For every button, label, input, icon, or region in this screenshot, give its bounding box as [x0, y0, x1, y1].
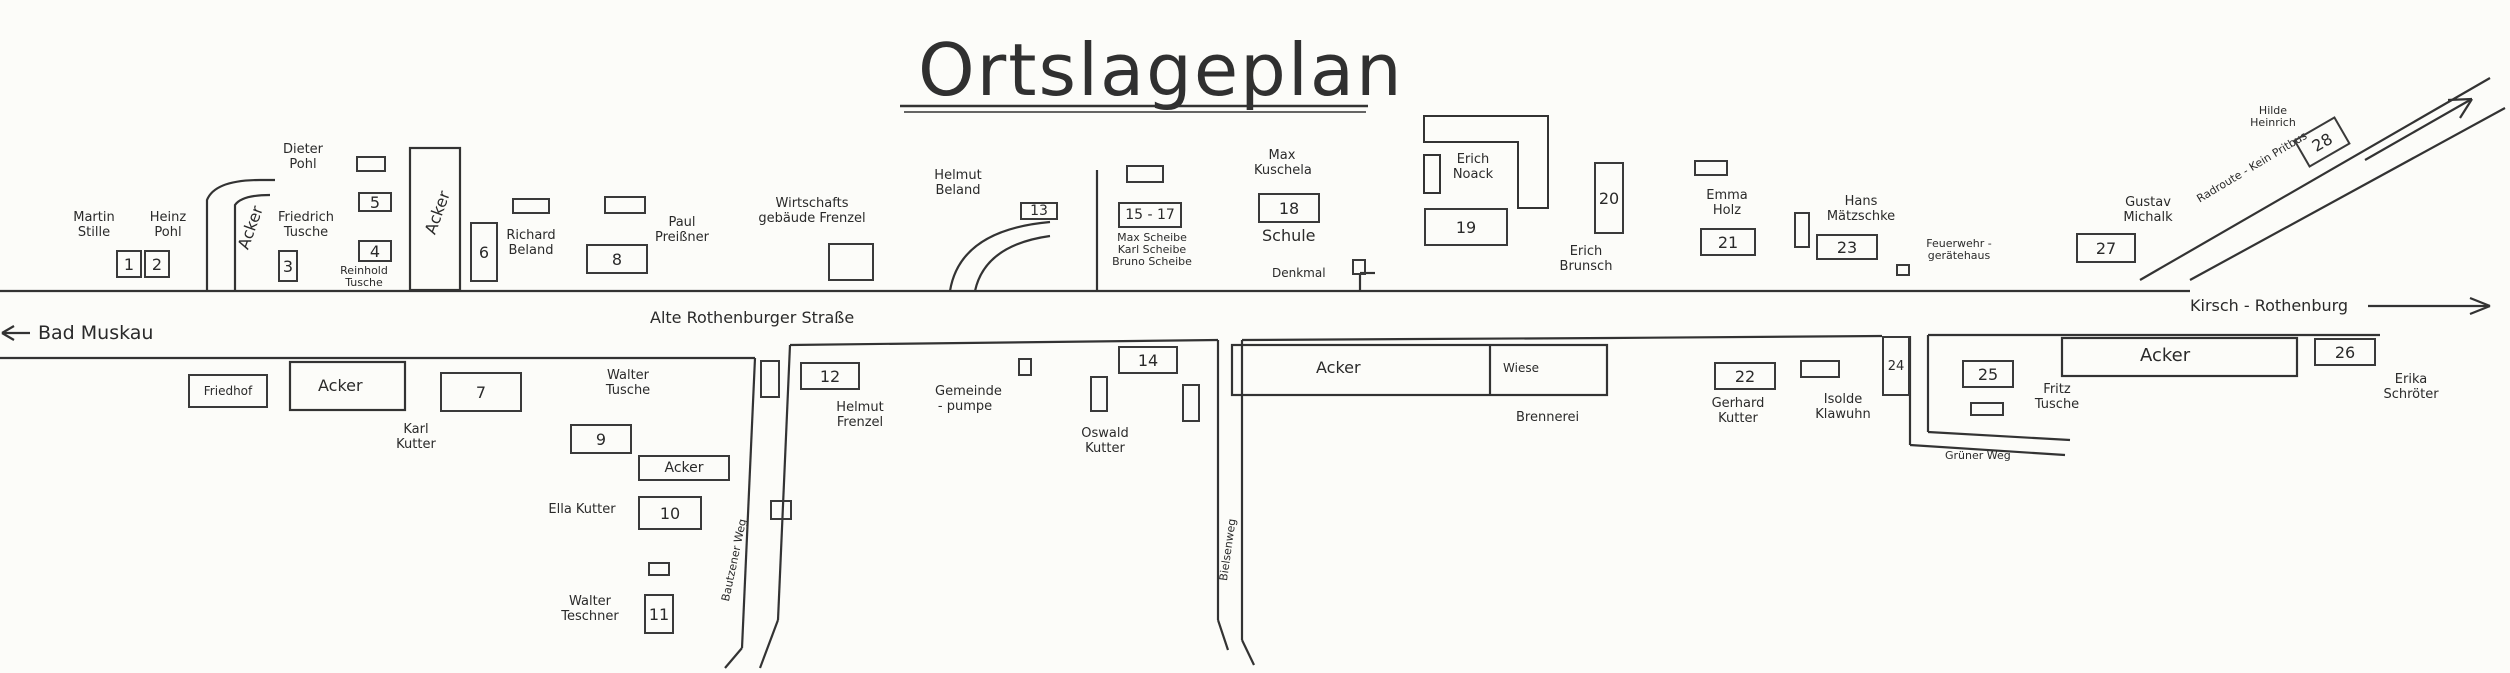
resident-14: Oswald Kutter [1081, 426, 1129, 456]
building-8: 8 [586, 244, 648, 274]
building-25-annex [1970, 402, 2004, 416]
resident-3: Friedrich Tusche [277, 210, 335, 240]
resident-10: Ella Kutter [548, 502, 616, 517]
resident-4: Reinhold Tusche [340, 264, 388, 289]
building-25: 25 [1962, 360, 2014, 388]
label-gruener-weg: Grüner Weg [1945, 449, 2011, 462]
resident-5: Dieter Pohl [282, 142, 324, 172]
label-isolde: Isolde Klawuhn [1815, 392, 1871, 422]
pumpe-marker [1018, 358, 1032, 376]
label-acker-5: Acker [2140, 345, 2191, 366]
label-feuerwehr: Feuerwehr - gerätehaus [1926, 237, 1992, 262]
resident-20: Erich Brunsch [1559, 244, 1613, 274]
building-18: 18 [1258, 193, 1320, 223]
building-6-annex [512, 198, 550, 214]
building-21-annex [1694, 160, 1728, 176]
resident-22: Gerhard Kutter [1711, 396, 1765, 426]
resident-2: Heinz Pohl [149, 210, 187, 240]
building-26: 27 [2076, 233, 2136, 263]
building-6: 6 [470, 222, 498, 282]
building-1: 1 [116, 250, 142, 278]
friedhof: Friedhof [188, 374, 268, 408]
resident-11: Walter Teschner [561, 594, 619, 624]
resident-7: Karl Kutter [396, 422, 436, 452]
label-kirsch-rothenburg: Kirsch - Rothenburg [2190, 296, 2349, 315]
building-15-17-annex [1126, 165, 1164, 183]
map-title: Ortslageplan [918, 28, 1404, 112]
building-14-annex-1 [1090, 376, 1108, 412]
building-5: 5 [358, 192, 392, 212]
label-main-street: Alte Rothenburger Straße [650, 308, 855, 327]
building-10-annex [648, 562, 670, 576]
building-10: 10 [638, 496, 702, 530]
resident-12: Helmut Frenzel [836, 400, 884, 430]
resident-26: Gustav Michalk [2123, 195, 2173, 225]
denkmal-marker [1352, 259, 1366, 275]
label-wirtschaftsgebaeude: Wirtschafts gebäude Frenzel [758, 196, 866, 226]
building-12-annex [760, 360, 780, 398]
resident-1: Martin Stille [73, 210, 115, 240]
label-wiese: Wiese [1503, 361, 1539, 375]
building-14-annex-2 [1182, 384, 1200, 422]
label-acker-6: Acker [638, 455, 730, 481]
label-acker-3: Acker [318, 376, 363, 395]
feuerwehr-marker [1896, 264, 1910, 276]
building-20: 20 [1594, 162, 1624, 234]
main-street-south-edge-3 [1241, 336, 1611, 342]
building-22: 22 [1714, 362, 1776, 390]
bautzener-weg-west [740, 357, 757, 649]
building-15-17: 15 - 17 [1118, 202, 1182, 228]
wirtschaftsgebaeude-box [828, 243, 874, 281]
label-schule: Schule [1262, 226, 1316, 245]
building-14: 14 [1118, 346, 1178, 374]
building-2: 2 [144, 250, 170, 278]
building-21: 21 [1700, 228, 1756, 256]
resident-18: Max Kuschela [1254, 148, 1312, 178]
resident-19: Erich Noack [1452, 152, 1494, 182]
label-brennerei: Brennerei [1516, 410, 1580, 425]
isolde-box [1800, 360, 1840, 378]
label-denkmal: Denkmal [1272, 266, 1326, 280]
building-13: 13 [1020, 202, 1058, 220]
building-4: 4 [358, 240, 392, 262]
branch-road-edge-2 [2189, 107, 2506, 281]
label-bad-muskau: Bad Muskau [38, 322, 154, 344]
resident-21: Emma Holz [1706, 188, 1748, 218]
resident-8: Paul Preißner [654, 215, 710, 245]
resident-15-17: Max Scheibe Karl Scheibe Bruno Scheibe [1112, 231, 1192, 268]
building-12: 12 [800, 362, 860, 390]
resident-9: Walter Tusche [605, 368, 651, 398]
building-5-annex [356, 156, 386, 172]
branch-road-edge-1 [2139, 77, 2491, 281]
label-acker-4: Acker [1316, 358, 1361, 377]
main-street-south-edge-4 [1609, 334, 1883, 340]
resident-27: Erika Schröter [2383, 372, 2439, 402]
building-23: 23 [1816, 234, 1878, 260]
shed-south [770, 500, 792, 520]
resident-25: Fritz Tusche [2034, 382, 2080, 412]
label-gemeindepumpe: Gemeinde - pumpe [935, 384, 1002, 414]
resident-28: Hilde Heinrich [2250, 104, 2296, 129]
resident-6: Richard Beland [506, 228, 556, 258]
building-24: 24 [1882, 336, 1910, 396]
building-19: 19 [1424, 208, 1508, 246]
building-7: 7 [440, 372, 522, 412]
resident-13: Helmut Beland [934, 168, 982, 198]
building-9: 9 [570, 424, 632, 454]
building-11: 11 [644, 594, 674, 634]
resident-23: Hans Mätzschke [1826, 194, 1896, 224]
bautzener-weg-east [776, 344, 792, 621]
building-23-annex [1794, 212, 1810, 248]
building-8-annex [604, 196, 646, 214]
building-3: 3 [278, 250, 298, 282]
building-27: 26 [2314, 338, 2376, 366]
main-street-south-edge-2 [789, 338, 1219, 347]
